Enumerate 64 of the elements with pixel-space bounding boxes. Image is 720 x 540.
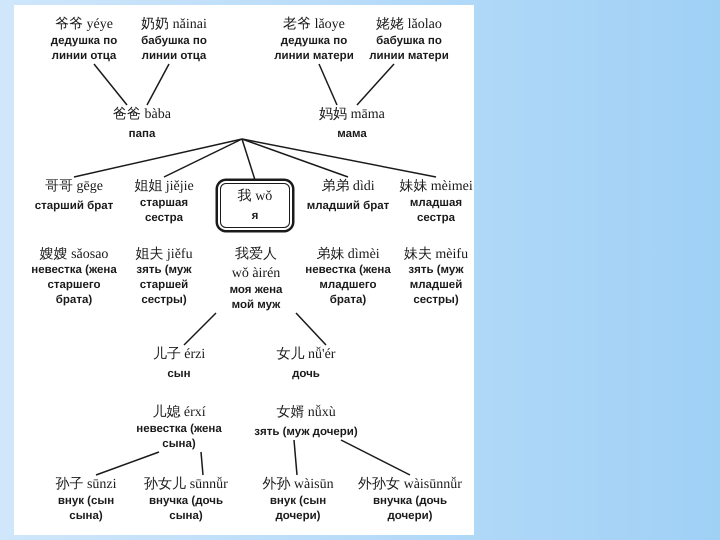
chinese-term: 姐姐 jiějie xyxy=(134,178,194,196)
chinese-term: 外孙女 wàisūnnǚr xyxy=(358,476,462,494)
translation-text: внук (сын сына) xyxy=(56,494,116,524)
chinese-term: 妹妹 mèimei xyxy=(399,178,473,196)
translation-text: папа xyxy=(128,127,156,142)
translation-text: зять (муж дочери) xyxy=(254,425,358,440)
translation-text: старший брат xyxy=(34,199,114,214)
connector-line xyxy=(293,440,298,476)
chinese-term: 女儿 nǚ'ér xyxy=(276,346,336,364)
connector-line xyxy=(74,138,242,178)
translation-text: младший брат xyxy=(306,199,390,214)
translation-text: внучка (дочь дочери) xyxy=(372,494,448,524)
chinese-term: 妹夫 mèifu xyxy=(404,246,468,264)
chinese-term: 老爷 lǎoye xyxy=(283,16,345,34)
chinese-term: 妈妈 māma xyxy=(319,106,385,124)
translation-text: бабушка по линии матери xyxy=(368,34,450,64)
chinese-term: 孙子 sūnzi xyxy=(55,476,117,494)
chinese-term: 儿媳 érxí xyxy=(152,404,206,422)
connector-line xyxy=(164,138,242,178)
connector-line xyxy=(356,64,395,106)
translation-text: бабушка по линии отца xyxy=(140,34,208,64)
connector-line xyxy=(93,64,128,106)
connector-line xyxy=(340,439,410,476)
translation-text: внук (сын дочери) xyxy=(268,494,328,524)
translation-text: моя жена мой муж xyxy=(228,283,284,313)
chinese-term: 孙女儿 sūnnǚr xyxy=(144,476,228,494)
chinese-term: 爸爸 bàba xyxy=(113,106,171,124)
connector-line xyxy=(200,452,204,476)
connector-line xyxy=(183,312,217,346)
connector-line xyxy=(295,312,327,346)
chinese-term: 我 wǒ xyxy=(238,188,272,206)
translation-text: невестка (жена сына) xyxy=(135,422,223,452)
connector-line xyxy=(146,64,170,106)
translation-text: дедушка по линии отца xyxy=(50,34,118,64)
chinese-term: 姐夫 jiěfu xyxy=(135,246,193,264)
chinese-term: 爷爷 yéye xyxy=(55,16,113,34)
chinese-term: 儿子 érzi xyxy=(152,346,206,364)
translation-text: младшая сестра xyxy=(408,196,464,226)
connector-line xyxy=(96,451,160,476)
connector-line xyxy=(242,138,348,178)
pinyin-text: wǒ àirén xyxy=(232,265,280,283)
connector-line xyxy=(318,64,338,106)
connector-line xyxy=(241,138,256,180)
chinese-term: 哥哥 gēge xyxy=(45,178,103,196)
connector-line xyxy=(242,138,436,178)
translation-text: зять (муж старшей сестры) xyxy=(135,263,193,308)
translation-text: дедушка по линии матери xyxy=(273,34,355,64)
chinese-term: 弟弟 dìdi xyxy=(321,178,375,196)
chinese-term: 我爱人 xyxy=(235,246,277,264)
translation-text: старшая сестра xyxy=(138,196,190,226)
chinese-term: 弟妹 dìmèi xyxy=(316,246,380,264)
translation-text: мама xyxy=(337,127,367,142)
translation-text: зять (муж младшей сестры) xyxy=(407,263,465,308)
chinese-term: 奶奶 nǎinai xyxy=(141,16,207,34)
chinese-term: 外孙 wàisūn xyxy=(262,476,334,494)
translation-text: невестка (жена старшего брата) xyxy=(30,263,118,308)
translation-text: невестка (жена младшего брата) xyxy=(304,263,392,308)
translation-text: сын xyxy=(167,367,191,382)
chinese-term: 姥姥 lǎolao xyxy=(376,16,442,34)
translation-text: дочь xyxy=(292,367,320,382)
chinese-term: 女婿 nǚxù xyxy=(276,404,336,422)
chinese-term: 嫂嫂 sǎosao xyxy=(40,246,108,264)
translation-text: внучка (дочь сына) xyxy=(148,494,224,524)
translation-text: я xyxy=(252,209,258,224)
